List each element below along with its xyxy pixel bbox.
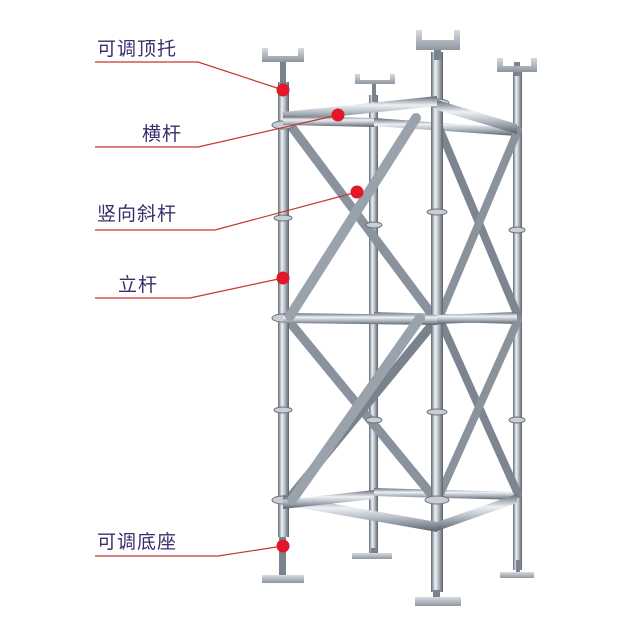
front-top-bar	[283, 96, 437, 122]
rear-top-jack	[355, 74, 395, 84]
rear-base-plate	[352, 553, 392, 559]
right-top-bar	[437, 100, 517, 134]
label-vertical-diagonal: 竖向斜杆	[97, 203, 178, 225]
right-mid-bar	[437, 312, 517, 324]
leader-vertical-diagonal	[95, 191, 358, 231]
front-diagonal-lower	[287, 313, 425, 505]
rear-left-standard	[369, 95, 378, 555]
front-left-standard	[278, 82, 289, 537]
leader-top-jack	[95, 61, 284, 91]
label-horizontal-bar: 横杆	[142, 123, 183, 145]
leader-standard	[95, 277, 284, 299]
leader-base-jack	[95, 545, 284, 557]
marker-standard	[276, 271, 290, 285]
marker-base-jack	[276, 539, 290, 553]
label-base-jack: 可调底座	[97, 531, 178, 553]
base-jacks	[262, 537, 461, 606]
right-face-diagonal-upper-2	[436, 126, 522, 320]
rear-bottom-bar	[374, 488, 517, 500]
front-frame	[262, 30, 537, 606]
label-standard: 立杆	[118, 274, 159, 296]
front-diagonal-upper	[285, 113, 421, 321]
marker-horizontal-bar	[331, 108, 345, 122]
rear-right-base-plate	[500, 572, 534, 578]
label-top-jack: 可调顶托	[97, 38, 178, 60]
marker-top-jack	[276, 83, 290, 97]
top-jacks	[262, 30, 537, 86]
left-bottom-bar	[283, 490, 374, 509]
front-mid-bar	[283, 313, 437, 325]
leader-lines	[95, 61, 358, 557]
right-face-diagonal-lower-2	[436, 316, 522, 498]
left-top-bar	[283, 116, 374, 127]
right-bottom-bar	[437, 494, 517, 531]
leader-horizontal-bar	[95, 114, 339, 148]
markers	[276, 83, 364, 553]
marker-vertical-diagonal	[350, 185, 364, 199]
left-face-diagonals	[283, 117, 441, 505]
